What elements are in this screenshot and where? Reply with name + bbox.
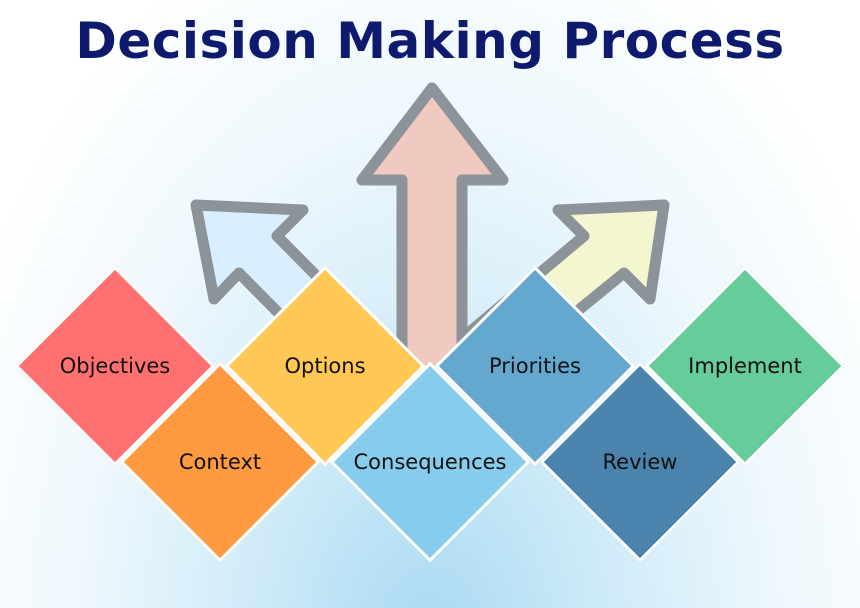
page-title: Decision Making Process xyxy=(75,12,785,70)
step-label-context: Context xyxy=(178,450,262,474)
step-label-implement: Implement xyxy=(688,354,802,378)
step-label-consequences: Consequences xyxy=(353,450,507,474)
step-label-priorities: Priorities xyxy=(488,354,581,378)
step-label-options: Options xyxy=(284,354,366,378)
step-label-review: Review xyxy=(602,450,678,474)
step-label-objectives: Objectives xyxy=(59,354,171,378)
